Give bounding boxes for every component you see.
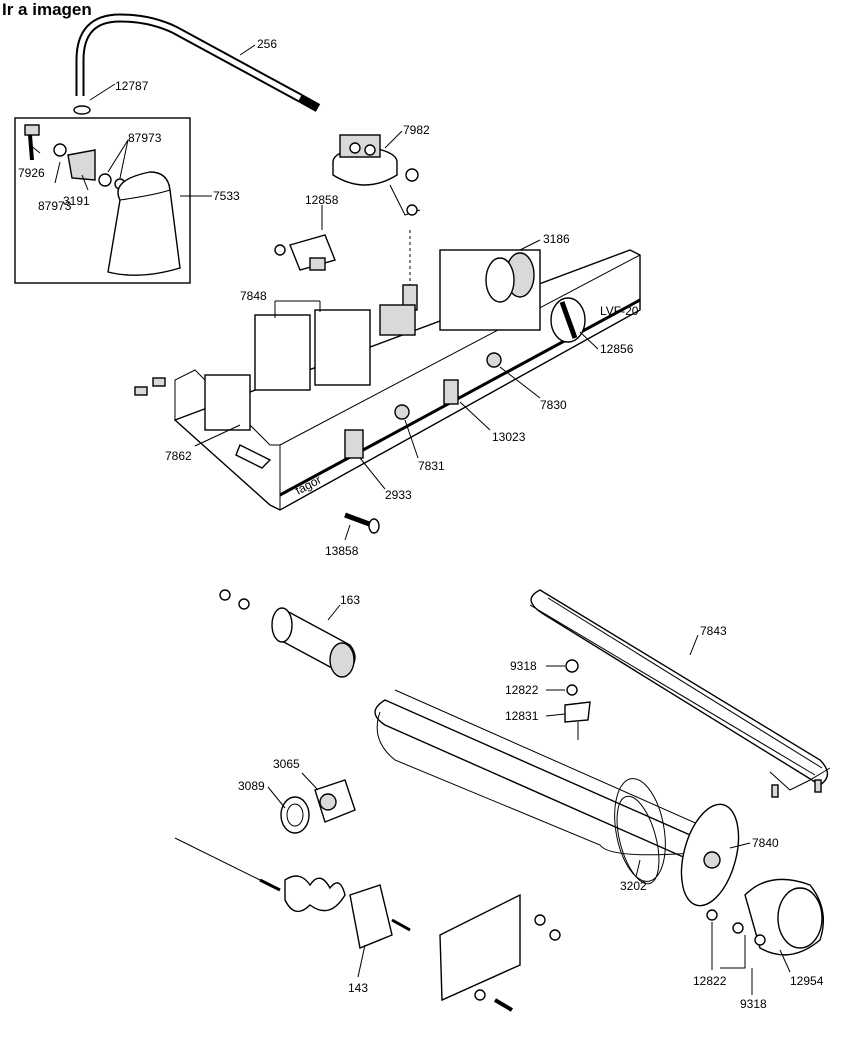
callout-7831: 7831 [418,459,445,473]
cover-cap-part [706,878,824,956]
callout-7982: 7982 [403,123,430,137]
callout-7926: 7926 [18,166,45,180]
callout-12856: 12856 [600,342,634,356]
callout-3089: 3089 [238,779,265,793]
callout-12787: 12787 [115,79,149,93]
callout-3191: 3191 [63,194,90,208]
pressure-switch-part [332,134,421,216]
screw-part [344,512,380,534]
bracket-parts [564,659,591,740]
callout-labels: 256 12787 7926 87973 87973 3191 7533 798… [18,37,824,1011]
heating-element-part [374,689,740,907]
back-to-image-link[interactable]: Ir a imagen [2,0,92,19]
gasket-ring-part [614,778,666,882]
spring-part [402,230,418,311]
callout-9318-a: 9318 [510,659,537,673]
panel-logo-text: LVF-20 [600,304,639,318]
thermostat-part [280,779,356,834]
callout-12858: 12858 [305,193,339,207]
terminal-block-part [274,234,336,271]
callout-7840: 7840 [752,836,779,850]
knob-assembly-parts [24,124,181,276]
callout-7848: 7848 [240,289,267,303]
heating-element-large-part [529,589,831,798]
hose-part [73,13,321,115]
callout-163: 163 [340,593,360,607]
callout-3186: 3186 [543,232,570,246]
callout-7862: 7862 [165,449,192,463]
callout-87973-b: 87973 [38,199,72,213]
callout-13858: 13858 [325,544,359,558]
knob-assembly-frame [14,117,191,284]
callout-12831: 12831 [505,709,539,723]
callout-3202: 3202 [620,879,647,893]
callout-12822-b: 12822 [693,974,727,988]
callout-256: 256 [257,37,277,51]
callout-12822-a: 12822 [505,683,539,697]
callout-143: 143 [348,981,368,995]
callout-12954: 12954 [790,974,824,988]
callout-2933: 2933 [385,488,412,502]
callout-3065: 3065 [273,757,300,771]
thermostat-probe-part [174,837,561,1012]
callout-7830: 7830 [540,398,567,412]
callout-7533: 7533 [213,189,240,203]
capacitor-part [219,589,356,678]
callout-13023: 13023 [492,430,526,444]
callout-7843: 7843 [700,624,727,638]
callout-9318-b: 9318 [740,997,767,1011]
control-panel-part: LVF-20 fagor [134,249,641,511]
leader-lines [29,44,791,995]
callout-87973-a: 87973 [128,131,162,145]
